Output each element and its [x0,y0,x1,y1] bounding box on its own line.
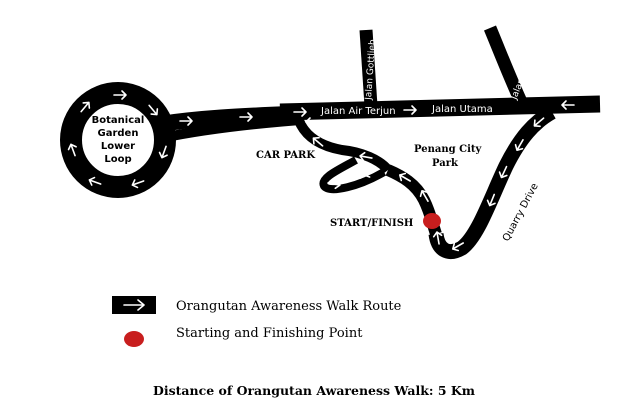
route-arrows [67,90,575,252]
quarry-drive-road [428,105,556,259]
loop-label-line-2: Garden [98,128,139,139]
main-road [279,95,601,121]
route-arrow [80,101,91,113]
route-arrow [561,100,575,110]
route-arrow [452,242,464,252]
road-label-quarry-drive: Quarry Drive [501,182,541,244]
route-arrow [67,143,77,157]
route-arrow [486,193,496,207]
route-arrow [113,90,127,100]
route-arrow [533,117,545,128]
city-park-label-line-1: Penang City [414,144,482,155]
loop-connector-road [158,106,291,132]
route-arrow [514,139,524,151]
route-arrow [359,151,373,162]
route-arrow [403,105,417,115]
route-arrow [432,231,443,245]
route-arrow [357,169,371,179]
legend-point-label: Starting and Finishing Point [176,326,363,341]
loop-connector-road-lower [160,115,301,143]
route-arrow [179,116,193,126]
legend: Orangutan Awareness Walk Route Starting … [112,296,402,347]
legend-point-swatch [124,331,144,347]
route-arrow [88,176,102,186]
legend-arrow-icon [123,299,145,311]
distance-text: Distance of Orangutan Awareness Walk: 5 … [153,383,475,398]
city-park-label-line-2: Park [432,158,459,169]
car-park-label: CAR PARK [256,150,315,161]
route-arrow [312,136,324,147]
route-arrow [419,190,429,202]
route-arrow [239,112,253,122]
loop-label-line-4: Loop [104,154,131,165]
route-arrow [148,104,159,116]
start-finish-marker [423,213,441,229]
car-park-loop-road [319,156,387,194]
legend-route-label: Orangutan Awareness Walk Route [176,299,402,314]
car-park-branch-road [293,116,392,174]
road-label-air-terjun: Jalan Air Terjun [320,106,396,117]
route-arrow [293,107,307,117]
route-arrow [327,179,341,190]
start-finish-label: START/FINISH [330,218,413,229]
route-arrow [158,145,168,159]
route-arrow [131,179,145,189]
jalan-gottlieb-road [359,29,378,107]
loop-label-line-1: Botanical [92,115,145,126]
loop-label-line-3: Lower [101,141,135,152]
jalan-brown-road [483,25,528,107]
route-arrow [399,172,411,182]
route-arrow [305,117,319,127]
road-label-gottlieb: Jalan Gottlieb [364,39,378,101]
road-label-utama: Jalan Utama [431,104,493,115]
route-arrow [498,165,508,179]
